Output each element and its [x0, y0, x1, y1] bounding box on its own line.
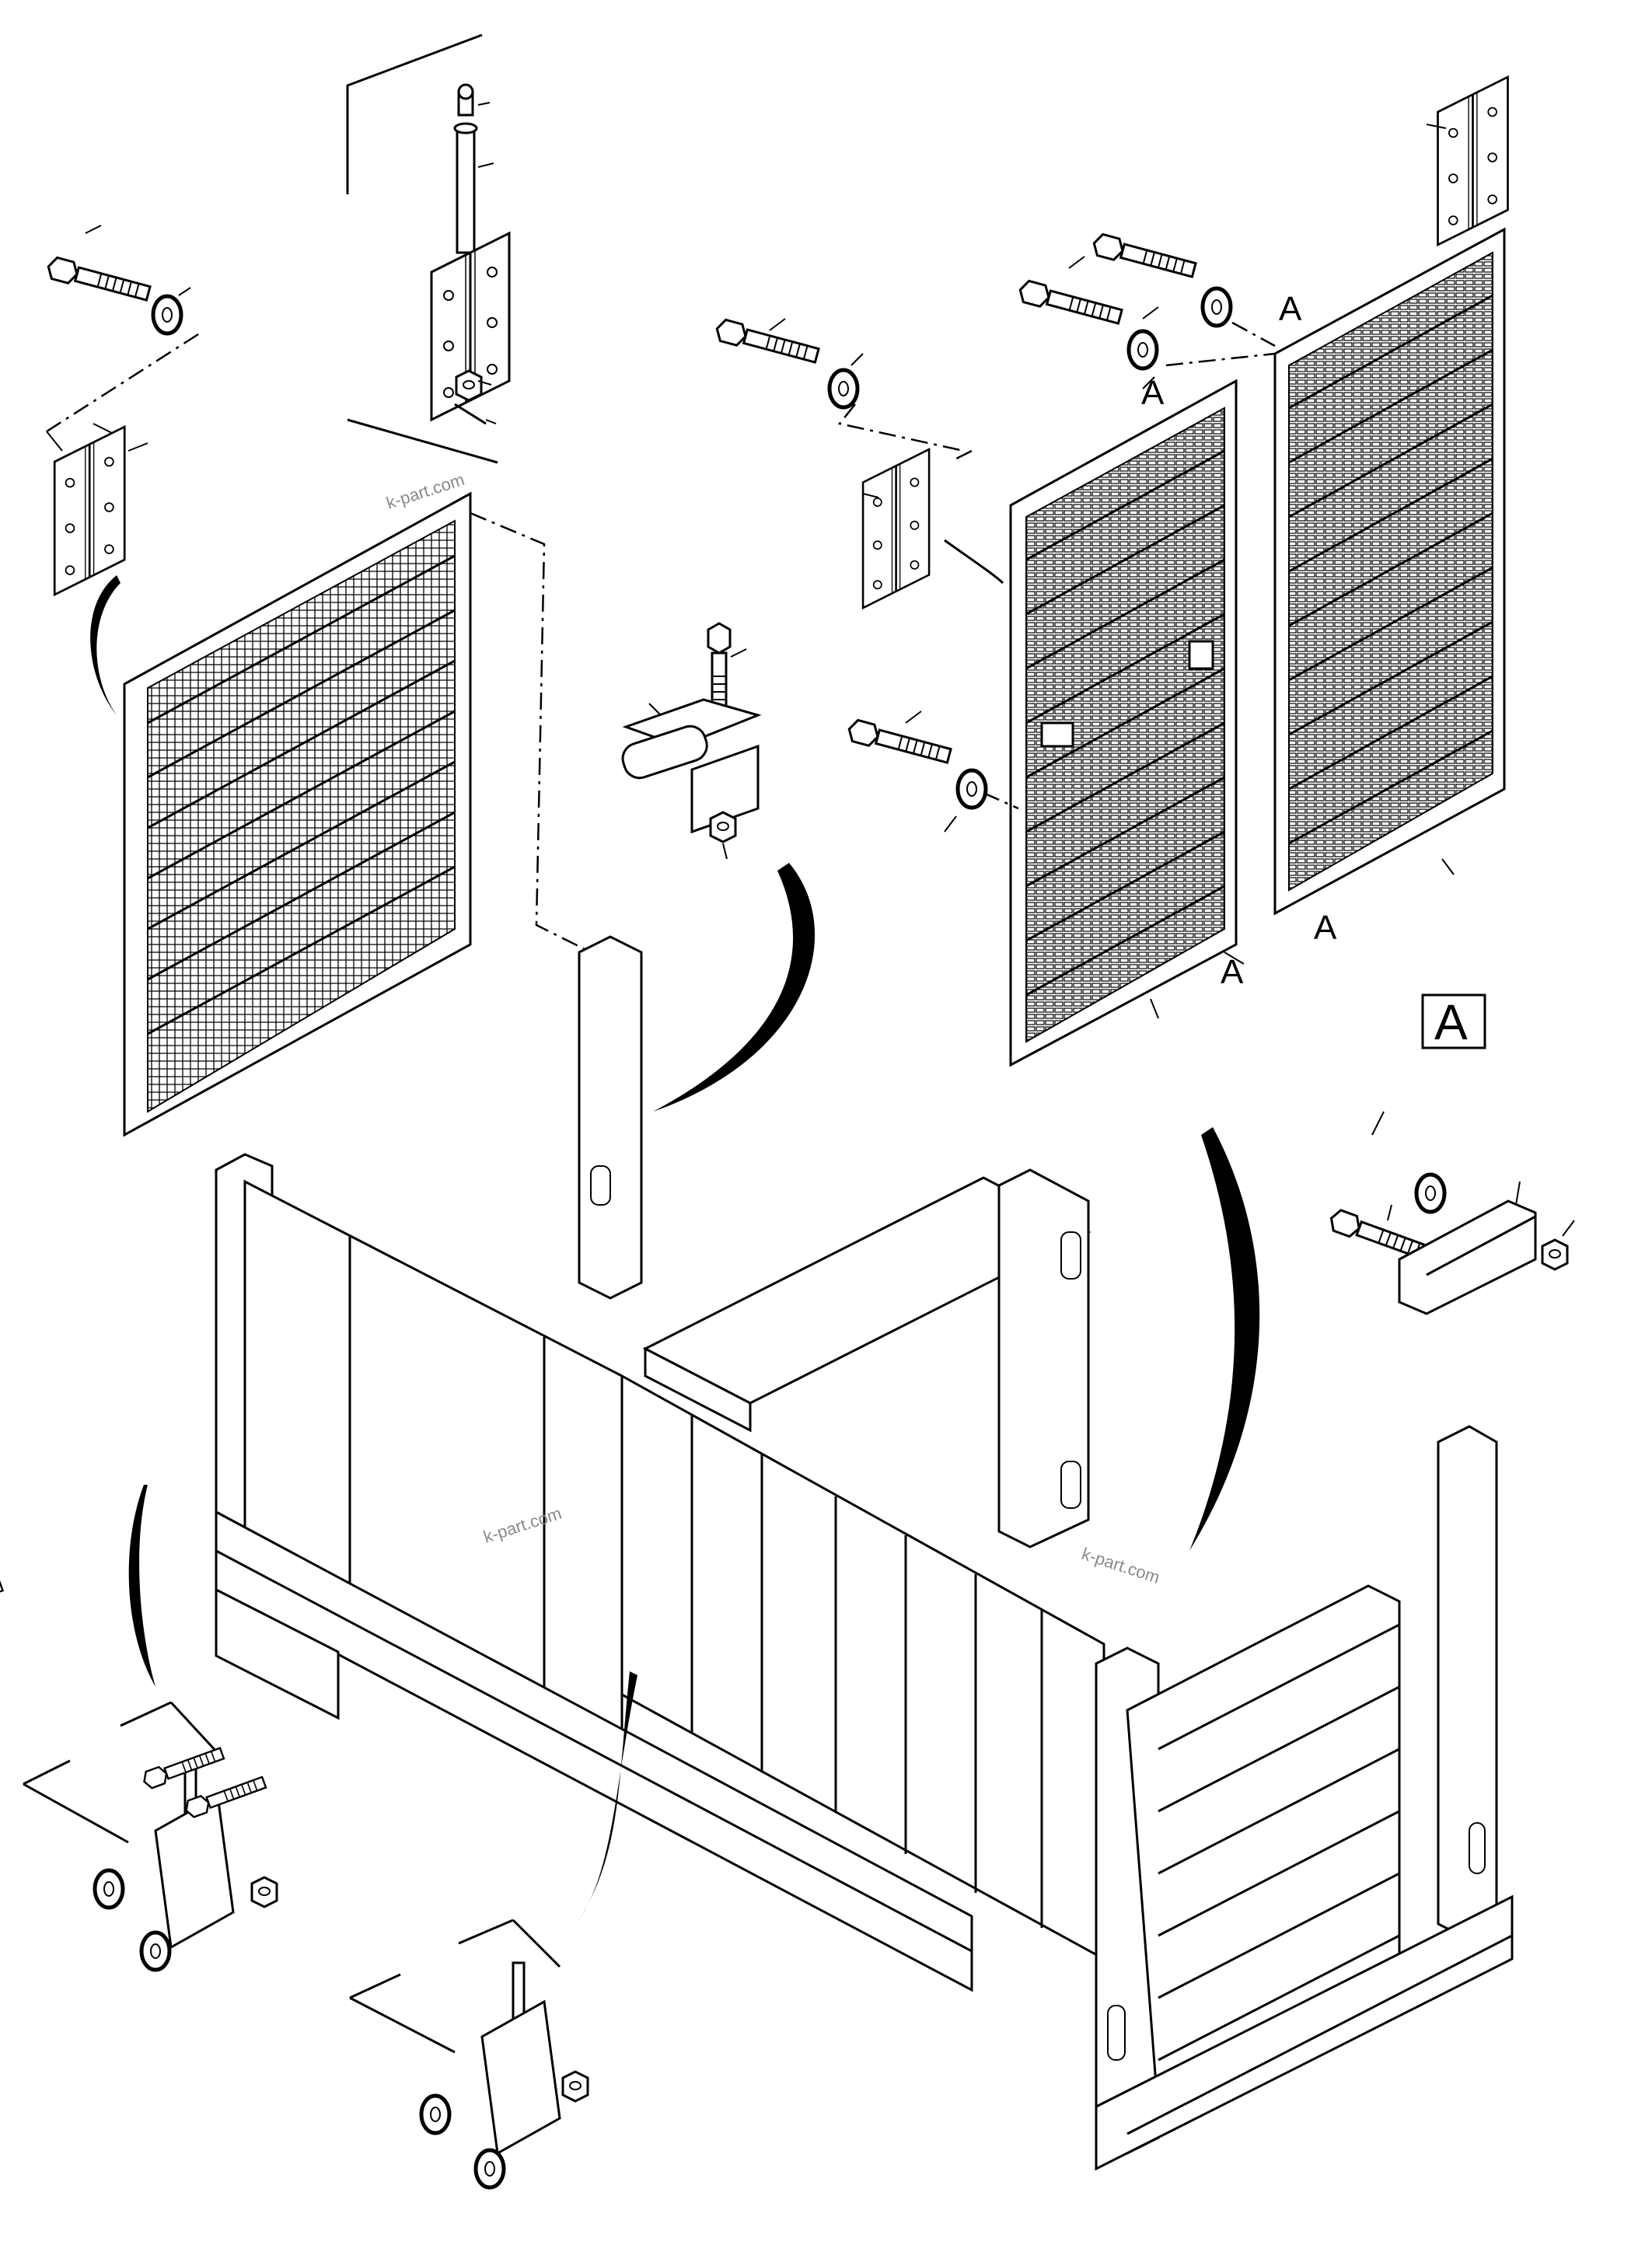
grease-fitting [457, 83, 474, 117]
hinge-icon [53, 425, 126, 596]
grille-panel-front [1009, 379, 1238, 1067]
grille-panel-rear [1273, 227, 1506, 916]
curved-arrow [653, 863, 816, 1112]
view-a-label: A [1434, 994, 1468, 1050]
hinge-icon [861, 448, 931, 609]
left-hinge-assembly [44, 225, 199, 596]
curved-arrow [90, 575, 120, 715]
latch-detail [621, 622, 762, 860]
curved-arrow [1189, 1127, 1260, 1551]
callout-a: A [1221, 953, 1244, 991]
nut-icon [709, 811, 737, 843]
hinge-pin [453, 122, 478, 254]
washer-icon [153, 296, 181, 333]
top-hinge-inset [346, 33, 511, 464]
callout-a: A [1141, 374, 1165, 412]
bottom-center-hinge-detail [140, 1671, 637, 2187]
bolt-icon [44, 254, 152, 306]
view-a-parts [1326, 1111, 1575, 1315]
callout-a: A [1279, 290, 1302, 328]
right-hinge-assembly [713, 75, 1509, 1019]
view-a-box: A [1421, 993, 1486, 1050]
callout-a: A [1314, 909, 1337, 947]
leader-line [470, 512, 592, 954]
washer-icon [829, 370, 857, 407]
bolt-icon [713, 316, 821, 368]
watermark: k-part.com [1079, 1544, 1162, 1587]
enclosure-frame [215, 935, 1514, 2171]
hinge-icon [1437, 75, 1509, 246]
left-mesh-panel [123, 491, 472, 1137]
